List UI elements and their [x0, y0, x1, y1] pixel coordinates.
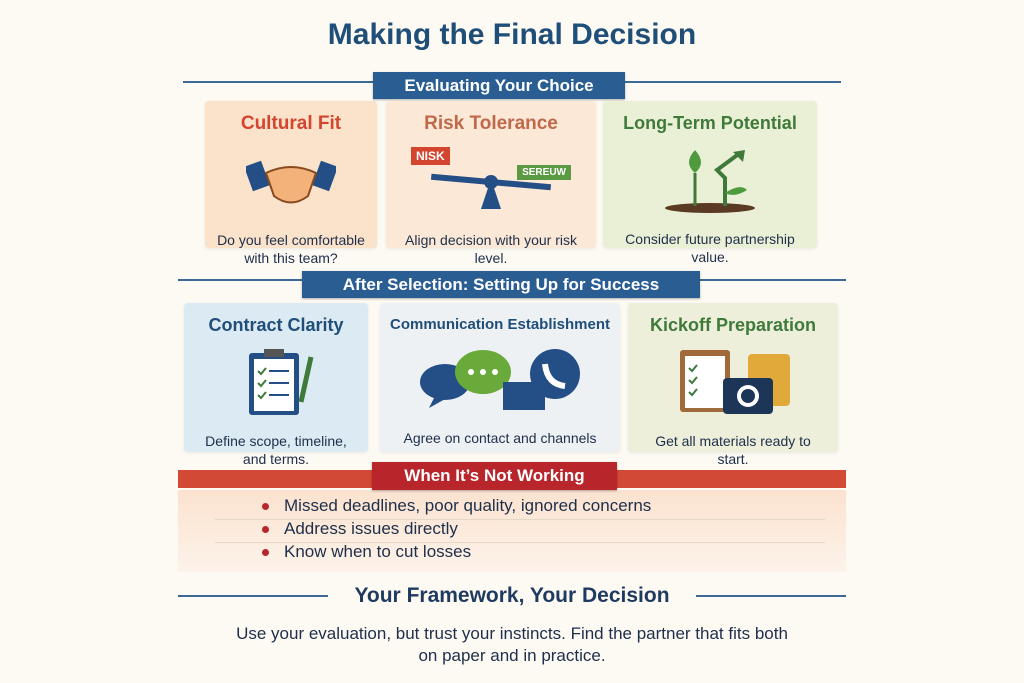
card-title: Risk Tolerance	[424, 113, 558, 134]
section-banner-after-selection: After Selection: Setting Up for Success	[302, 271, 700, 298]
bullet-text: Know when to cut losses	[284, 542, 472, 561]
issues-panel	[178, 490, 846, 572]
card-text: Do you feel comfortable with this team?	[217, 232, 365, 266]
handshake-icon	[205, 145, 377, 217]
divider	[215, 519, 825, 520]
risk-label: NISK	[411, 147, 450, 165]
card-kickoff-preparation: Kickoff Preparation Get all materials re…	[628, 303, 838, 467]
card-text: Agree on contact and channels	[403, 430, 597, 446]
clipboard-icon	[184, 346, 368, 418]
plant-growth-icon	[603, 144, 817, 216]
bullet-icon	[262, 503, 269, 511]
seesaw-icon: NISK SEREUW	[386, 145, 596, 217]
bullet-item: Missed deadlines, poor quality, ignored …	[262, 496, 651, 516]
card-title: Communication Establishment	[389, 316, 611, 333]
closing-heading: Your Framework, Your Decision	[354, 584, 670, 607]
card-contract-clarity: Contract Clarity Define scope, timeline,…	[184, 303, 368, 467]
bullet-item: Address issues directly	[262, 519, 458, 539]
closing-line-1: Use your evaluation, but trust your inst…	[236, 624, 788, 643]
bullet-text: Address issues directly	[284, 519, 458, 538]
divider	[215, 542, 825, 543]
card-risk-tolerance: Risk Tolerance NISK SEREUW Align decisio…	[386, 101, 596, 266]
bullet-icon	[262, 549, 269, 557]
clipboard-camera-icon	[628, 346, 838, 418]
bullet-text: Missed deadlines, poor quality, ignored …	[284, 496, 652, 515]
card-text: Align decision with your risk level.	[405, 232, 577, 266]
card-text: Define scope, timeline, and terms.	[205, 433, 347, 467]
card-cultural-fit: Cultural Fit Do you feel comfortable wit…	[205, 101, 377, 266]
page-title: Making the Final Decision	[327, 18, 697, 51]
bullet-item: Know when to cut losses	[262, 542, 471, 562]
card-title: Long-Term Potential	[623, 113, 797, 133]
section-banner-evaluating: Evaluating Your Choice	[373, 72, 625, 99]
card-title: Contract Clarity	[208, 315, 344, 335]
card-title: Cultural Fit	[240, 113, 342, 134]
divider	[696, 595, 846, 597]
section-banner-not-working: When It’s Not Working	[372, 462, 617, 490]
card-communication-establishment: Communication Establishment Agree on con…	[380, 303, 620, 452]
card-text: Consider future partnership value.	[625, 231, 795, 265]
divider	[178, 595, 328, 597]
card-long-term-potential: Long-Term Potential Consider future part…	[603, 101, 817, 265]
safe-label: SEREUW	[517, 165, 571, 180]
card-title: Kickoff Preparation	[649, 315, 817, 335]
chat-phone-icon	[380, 343, 620, 415]
closing-line-2: on paper and in practice.	[418, 646, 606, 665]
bullet-icon	[262, 526, 269, 534]
card-text: Get all materials ready to start.	[655, 433, 811, 467]
